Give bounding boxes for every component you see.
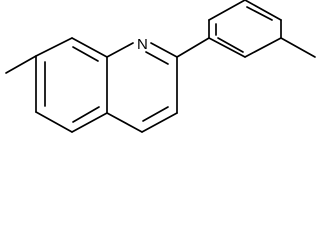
right-methyl-group — [280, 37, 316, 58]
phenyl-ring — [176, 0, 282, 58]
bond-c8-c8a — [71, 37, 108, 58]
bond-c4-c4a — [106, 112, 143, 133]
bond-left-methyl — [5, 55, 37, 74]
left-methyl-group — [5, 55, 37, 74]
bond-c5-c6 — [35, 111, 73, 133]
bond-c4a-c5 — [71, 112, 108, 133]
nitrogen-atom-label: N — [137, 36, 148, 53]
bond-c2-phenyl — [176, 37, 210, 58]
double-bond-inner-c8 — [72, 46, 99, 62]
quinoline-ring-system — [35, 37, 178, 133]
structure-canvas: N — [5, 0, 316, 133]
bond-c7-c8 — [35, 37, 73, 57]
bond-phenyl-5 — [208, 0, 246, 21]
bond-c8a-n — [106, 42, 134, 58]
bond-c3-c4 — [141, 112, 178, 133]
chemical-structure-diagram: N — [5, 0, 316, 133]
bond-phenyl-2 — [244, 37, 282, 58]
bond-phenyl-4 — [244, 0, 282, 21]
bond-phenyl-1 — [208, 37, 246, 58]
bond-right-methyl — [280, 37, 316, 58]
double-bond-inner-c3 — [142, 106, 169, 122]
bond-n-c2 — [150, 42, 178, 58]
double-bond-phenyl-inner-2 — [246, 6, 273, 21]
double-bond-inner-n — [145, 51, 169, 65]
double-bond-inner-c4a — [72, 106, 100, 123]
double-bond-phenyl-inner-1 — [217, 37, 244, 53]
